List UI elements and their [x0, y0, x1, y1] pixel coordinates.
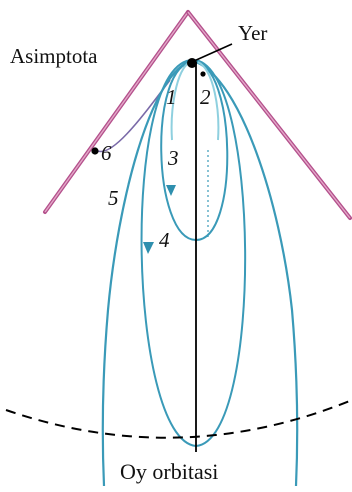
label-6: 6 — [101, 141, 112, 165]
label-1: 1 — [166, 85, 177, 109]
asymptote-label: Asimptota — [10, 44, 98, 68]
trajectory-1 — [170, 61, 191, 141]
moon-orbit-arc — [5, 399, 352, 439]
trajectory-4 — [140, 58, 247, 448]
trajectory-5-left — [101, 61, 189, 487]
label-2: 2 — [200, 85, 211, 109]
asymptote-lines — [43, 10, 352, 220]
trajectory-5-right — [195, 60, 299, 487]
point-6-dot — [91, 147, 99, 155]
earth-label: Yer — [238, 21, 267, 45]
asymptote-right-line-inner — [187, 11, 351, 219]
point-2-dot — [200, 71, 206, 77]
arrow-trajectory-3 — [166, 185, 176, 196]
arrow-trajectory-4 — [143, 242, 154, 254]
label-3: 3 — [167, 146, 179, 170]
moon-orbit-label: Oy orbitasi — [120, 459, 218, 484]
earth-leader-line — [193, 43, 233, 62]
trajectory-5 — [101, 60, 299, 487]
label-4: 4 — [159, 228, 170, 252]
label-5: 5 — [108, 186, 119, 210]
trajectory-2 — [197, 61, 220, 141]
asymptote-left-line-inner — [44, 11, 189, 213]
